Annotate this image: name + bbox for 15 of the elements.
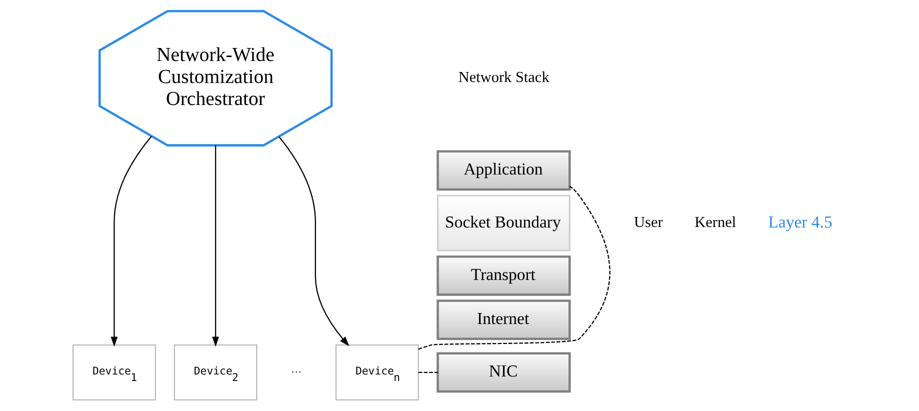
arrow: [212, 145, 220, 347]
node-box: Transport: [436, 255, 571, 296]
connector: [418, 372, 438, 374]
arrow: [278, 136, 350, 346]
node-box: NIC: [436, 352, 571, 393]
label: User: [634, 214, 663, 231]
label: Kernel: [694, 214, 736, 231]
arrow: [110, 136, 152, 347]
label: Layer 4.5: [768, 212, 832, 232]
node-box: Internet: [436, 300, 571, 340]
label: Network Stack: [458, 69, 550, 86]
node-box: Socket Boundary: [437, 194, 570, 252]
connector: [418, 186, 610, 350]
node-box: Application: [436, 150, 571, 191]
label: ···: [291, 366, 302, 378]
